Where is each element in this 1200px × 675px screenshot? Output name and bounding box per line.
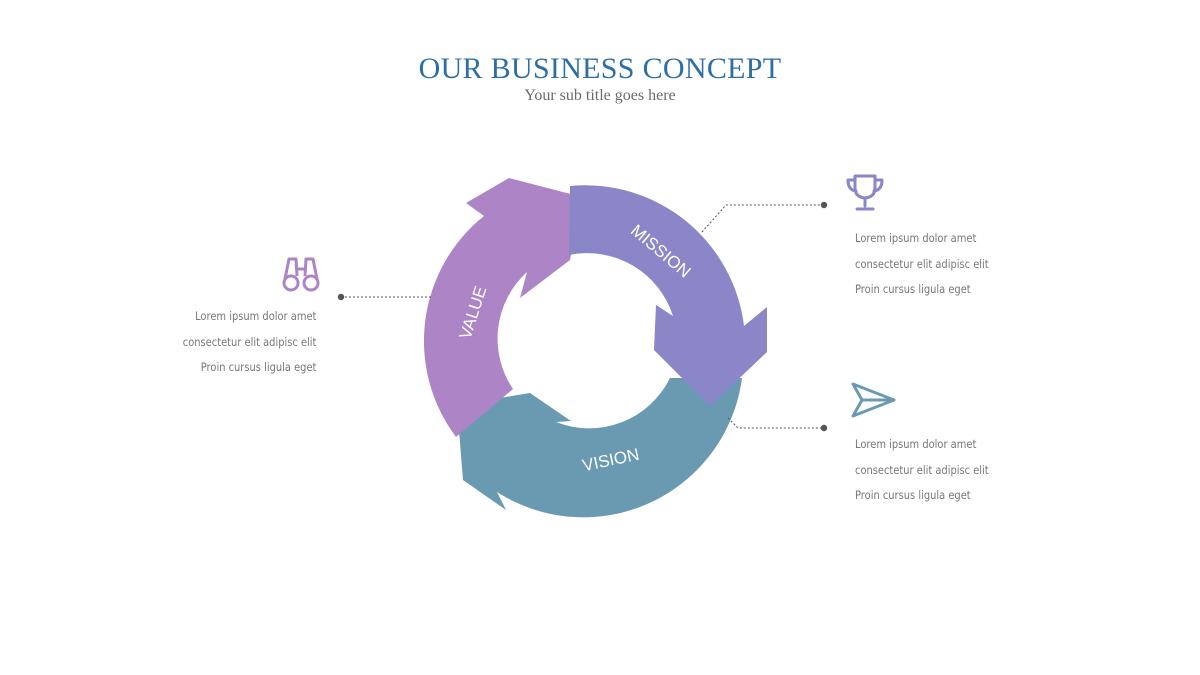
mission-text-line: consectetur elit adipisc elit — [855, 256, 989, 271]
mission-description: Lorem ipsum dolor amet consectetur elit … — [855, 226, 989, 303]
value-text-line: Lorem ipsum dolor amet — [194, 309, 316, 323]
value-description: Lorem ipsum dolor amet consectetur elit … — [182, 304, 316, 381]
mission-text-line: Lorem ipsum dolor amet — [855, 231, 977, 245]
page-title: OUR BUSINESS CONCEPT — [418, 52, 782, 85]
trophy-icon — [846, 174, 884, 211]
vision-description: Lorem ipsum dolor amet consectetur elit … — [855, 432, 989, 509]
paper-plane-icon — [851, 382, 896, 418]
vision-text-line: Proin cursus ligula eget — [855, 488, 971, 502]
value-text-line: consectetur elit adipisc elit — [182, 334, 316, 349]
value-arrow — [423, 178, 582, 437]
value-connector — [337, 293, 432, 301]
mission-arrow — [569, 185, 767, 406]
vision-text-line: consectetur elit adipisc elit — [855, 462, 989, 477]
vision-arrow — [457, 378, 742, 518]
vision-text-line: Lorem ipsum dolor amet — [855, 437, 977, 451]
value-text-line: Proin cursus ligula eget — [200, 360, 316, 374]
binoculars-icon — [282, 257, 320, 292]
vision-connector — [727, 417, 828, 432]
mission-connector — [701, 201, 828, 233]
mission-text-line: Proin cursus ligula eget — [855, 282, 971, 296]
page-subtitle: Your sub title goes here — [524, 87, 676, 104]
